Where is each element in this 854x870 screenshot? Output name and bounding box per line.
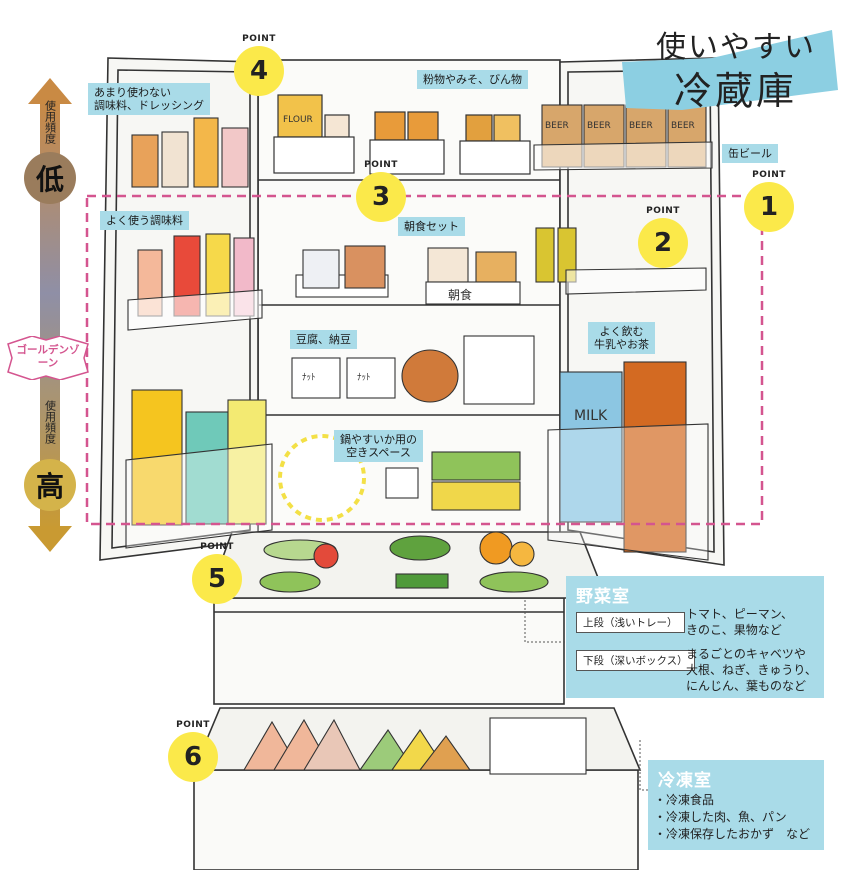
label-often-used: よく使う調味料 <box>100 211 189 230</box>
point-6-number: 6 <box>168 732 218 782</box>
freezer-room-heading: 冷凍室 <box>658 771 712 791</box>
freezer-item: ・冷凍食品 <box>654 793 715 807</box>
beer-text: BEER <box>629 121 653 131</box>
point-5-number: 5 <box>192 554 242 604</box>
label-empty-space: 鍋やすいか用の 空きスペース <box>334 430 423 462</box>
point-6-marker: POINT 6 <box>162 720 224 792</box>
point-word: POINT <box>242 34 276 44</box>
point-2-marker: POINT 2 <box>632 206 694 278</box>
beer-text: BEER <box>545 121 569 131</box>
vegetable-drawer-items <box>259 531 549 593</box>
right-door-items <box>533 104 713 561</box>
drawing-lettering: FLOUR BEER BEER BEER BEER 朝食 ﾅｯﾄ ﾅｯﾄ MIL… <box>283 115 695 424</box>
label-milk-tea: よく飲む 牛乳やお茶 <box>588 322 655 354</box>
freezer-item: ・冷凍保存したおかず など <box>654 827 811 841</box>
freezer-item: ・冷凍した肉、魚、パン <box>654 810 787 824</box>
freezer-drawer-items <box>243 717 587 775</box>
vegetable-room-heading: 野菜室 <box>576 587 630 607</box>
frequency-label-top: 使用頻度 <box>43 100 57 144</box>
title-line-1: 使いやすい <box>656 30 816 65</box>
label-rarely-used: あまり使わない 調味料、ドレッシング <box>88 83 210 115</box>
frequency-low-badge: 低 <box>24 152 76 204</box>
middle-shelf-items <box>291 245 535 511</box>
vegetable-upper-text: トマト、ピーマン、 きのこ、果物など <box>686 607 794 637</box>
point-5-marker: POINT 5 <box>186 542 248 614</box>
title-block: 使いやすい 冷蔵庫 <box>622 20 842 116</box>
point-4-number: 4 <box>234 46 284 96</box>
vegetable-lower-text: まるごとのキャベツや 大根、ねぎ、きゅうり、 にんじん、葉ものなど <box>686 647 817 693</box>
top-shelf-jars <box>273 94 531 175</box>
point-word: POINT <box>176 720 210 730</box>
beer-text: BEER <box>671 121 695 131</box>
vegetable-upper-tag: 上段（浅いトレー） <box>576 612 685 633</box>
point-word: POINT <box>200 542 234 552</box>
label-powder-miso: 粉物やみそ、びん物 <box>417 70 528 89</box>
label-tofu-natto: 豆腐、納豆 <box>290 330 357 349</box>
breakfast-text: 朝食 <box>448 287 472 302</box>
point-1-marker: POINT 1 <box>738 170 800 242</box>
point-3-marker: POINT 3 <box>350 160 412 232</box>
freezer-room-box: 冷凍室 ・冷凍食品 ・冷凍した肉、魚、パン ・冷凍保存したおかず など <box>648 760 824 850</box>
title-line-2: 冷蔵庫 <box>674 69 798 113</box>
frequency-high-badge: 高 <box>24 459 76 511</box>
flour-text: FLOUR <box>283 115 313 125</box>
point-word: POINT <box>752 170 786 180</box>
point-word: POINT <box>364 160 398 170</box>
point-word: POINT <box>646 206 680 216</box>
vegetable-room-box: 野菜室 上段（浅いトレー） トマト、ピーマン、 きのこ、果物など 下段（深いボッ… <box>566 576 824 698</box>
vegetable-lower-tag: 下段（深いボックス） <box>576 650 695 671</box>
golden-zone-text: ゴールデンゾーン <box>16 344 80 369</box>
golden-zone-frame <box>85 194 764 526</box>
milk-text: MILK <box>574 408 608 424</box>
point-3-number: 3 <box>356 172 406 222</box>
label-canned-beer: 缶ビール <box>722 144 778 163</box>
point-4-marker: POINT 4 <box>228 34 290 106</box>
point-2-number: 2 <box>638 218 688 268</box>
beer-text: BEER <box>587 121 611 131</box>
natto-text: ﾅｯﾄ <box>302 372 316 383</box>
natto-text: ﾅｯﾄ <box>357 372 371 383</box>
frequency-label-bottom: 使用頻度 <box>43 400 57 444</box>
title-brush-stroke <box>622 30 838 110</box>
point-1-number: 1 <box>744 182 794 232</box>
label-breakfast-set: 朝食セット <box>398 217 465 236</box>
golden-zone-tag: ゴールデンゾーン <box>6 336 90 380</box>
frequency-arrow <box>28 78 72 552</box>
